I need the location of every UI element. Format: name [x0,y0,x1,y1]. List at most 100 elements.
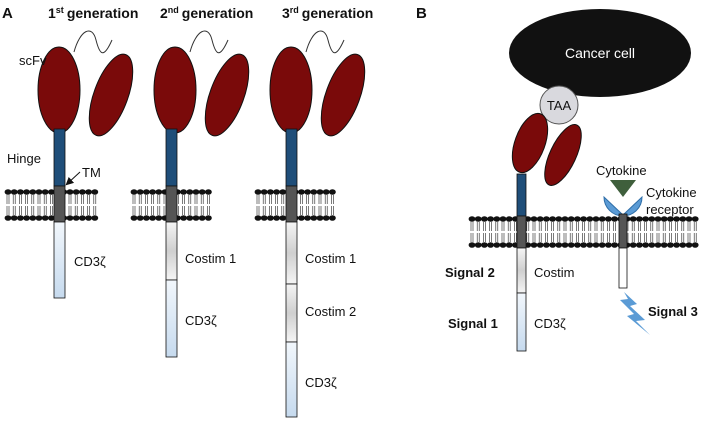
cytokine-receptor-label-2: receptor [646,202,694,217]
car-receptor-b [468,112,699,352]
lipid-head [298,215,305,221]
lipid-head [41,215,49,221]
tm-segment [165,185,178,223]
lipid-head [598,216,606,222]
lipid-head [48,189,55,195]
lipid-head [186,189,194,195]
lipid-head [468,216,476,222]
lipid-head [66,215,74,221]
lipid-head [505,242,513,248]
lipid-head [254,189,262,195]
lipid-head [23,215,30,221]
scfv-domain-heavy [153,46,197,134]
lipid-head [91,189,99,195]
lipid-head [691,216,699,222]
lipid-head [130,215,138,221]
lipid-head [10,215,18,221]
lipid-head [605,216,612,222]
lipid-head [648,242,656,248]
lipid-head [543,216,550,222]
lipid-head [530,242,538,248]
membrane-bilayer [130,189,212,221]
gen1-receptor [4,30,134,299]
lipid-head [41,189,49,195]
scfv-domain-heavy [269,46,313,134]
lipid-head [561,242,569,248]
lipid-head [536,242,544,248]
lipid-head [654,242,662,248]
scfv-domain-light [204,53,250,137]
lipid-head [543,242,550,248]
lipid-head [205,215,212,221]
lipid-head [549,216,556,222]
membrane-bilayer [4,189,99,221]
lipid-head [648,216,656,222]
lipid-head [685,216,693,222]
b-cd3z-label: CD3ζ [534,316,566,331]
lipid-head [679,216,687,222]
lipid-head [567,216,575,222]
lipid-head [48,215,55,221]
lipid-head [561,216,569,222]
lipid-head [149,189,157,195]
lipid-head [316,189,324,195]
lipid-head [180,215,188,221]
lipid-head [642,216,649,222]
lipid-head [155,215,163,221]
cd3z-segment [53,221,66,299]
gen2-receptor [130,30,250,358]
lipid-head [85,189,92,195]
lipid-head [72,189,80,195]
receptor-tm-segment [618,213,628,249]
cd3z-segment [285,341,298,418]
membrane-bilayer [468,216,699,248]
lipid-head [642,242,649,248]
lipid-head [329,215,336,221]
cd3z-segment [516,292,527,352]
lipid-head [279,189,287,195]
gen2-cd3z-label: CD3ζ [185,313,217,328]
hinge-segment [516,173,527,217]
cancer-cell-label: Cancer cell [565,45,635,61]
cd3z-segment [165,279,178,358]
panel-b-letter: B [416,5,427,22]
tm-segment [516,215,527,249]
membrane-bilayer [254,189,336,221]
lipid-head [493,242,501,248]
lipid-head [4,189,12,195]
cytokine-label: Cytokine [596,163,647,178]
lipid-head [574,216,581,222]
lipid-head [667,216,674,222]
costim1-segment [285,221,298,285]
lipid-head [186,215,194,221]
lipid-head [23,189,30,195]
lipid-head [605,242,612,248]
lipid-head [322,215,330,221]
receptor-cup [603,195,643,217]
gen3-costim1-label: Costim 1 [305,251,356,266]
gen2-costim1-label: Costim 1 [185,251,236,266]
lipid-head [316,215,324,221]
lipid-head [530,216,538,222]
tm-segment [285,185,298,223]
lipid-head [667,242,674,248]
lipid-head [279,215,287,221]
gen1-cd3z-label: CD3ζ [74,254,106,269]
lipid-head [10,189,18,195]
cytokine-receptor-label-1: Cytokine [646,185,697,200]
lipid-head [310,215,318,221]
lipid-head [474,216,482,222]
tm-segment [53,185,66,223]
signal1-label: Signal 1 [448,316,498,331]
lipid-head [592,242,600,248]
lipid-head [29,215,37,221]
lipid-head [91,215,99,221]
lipid-head [198,189,206,195]
lipid-head [487,216,494,222]
lipid-head [155,189,163,195]
hinge-segment [53,128,66,187]
lipid-head [143,215,150,221]
